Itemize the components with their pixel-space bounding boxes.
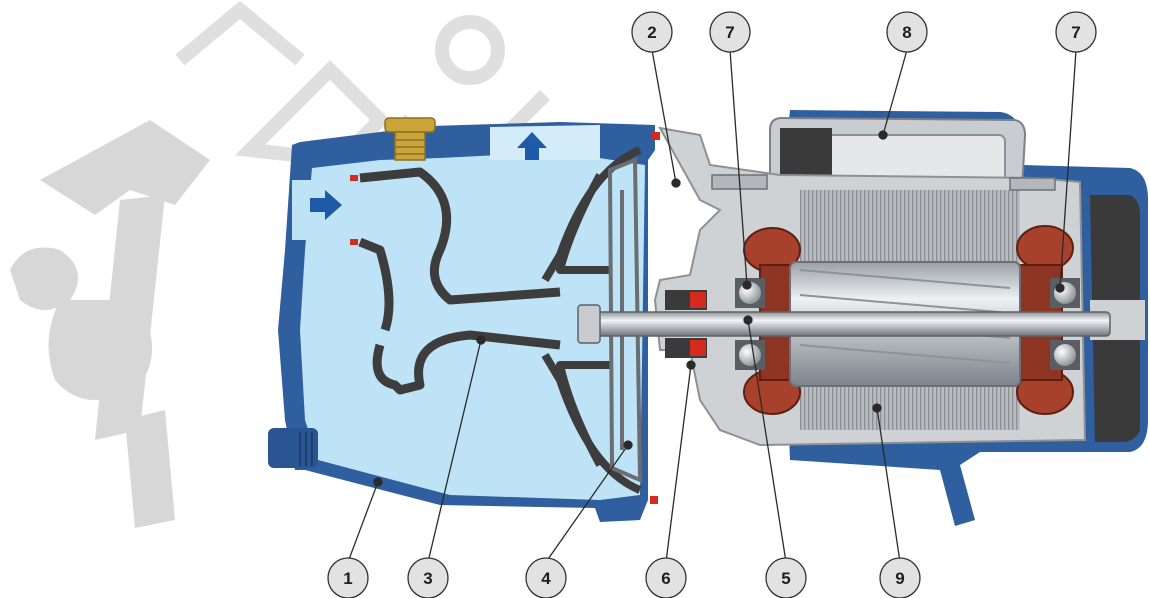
callout-label-2: 2 [647, 23, 656, 42]
priming-plug [384, 117, 436, 161]
callout-label-1: 1 [343, 569, 352, 588]
bearing-rear [1050, 278, 1080, 370]
callouts: 1 2 3 4 6 5 7 8 [327, 11, 1097, 598]
outlet-arrow-icon [517, 132, 547, 160]
callout-5: 5 [765, 557, 807, 598]
flow-arrows [310, 132, 547, 220]
ejector-venturi [358, 167, 561, 395]
callout-7-front: 7 [709, 11, 751, 53]
rotor-shaft-assembly [577, 261, 1111, 387]
callout-6: 6 [645, 557, 687, 598]
leader-lines [347, 49, 1077, 563]
seal-inlet-top [350, 175, 358, 181]
callout-label-3: 3 [423, 569, 432, 588]
callout-7-rear: 7 [1055, 11, 1097, 53]
callout-1: 1 [327, 557, 369, 598]
callout-label-6: 6 [661, 569, 670, 588]
pump-body [268, 117, 660, 522]
outlet-duct [490, 125, 600, 160]
callout-9: 9 [879, 557, 921, 598]
watermark-hammer-hand-icon [10, 120, 210, 528]
diffuser [541, 146, 642, 494]
seal-inlet-bottom [350, 239, 358, 245]
winding-rear-top [1016, 225, 1074, 271]
callout-4: 4 [525, 557, 567, 598]
callout-label-7-front: 7 [725, 23, 734, 42]
shaft-nut [577, 304, 601, 344]
shaft [579, 311, 1111, 337]
seal-top [652, 132, 660, 140]
inlet-arrow-icon [310, 190, 342, 220]
seal-bottom [650, 496, 658, 504]
callout-label-7-rear: 7 [1071, 23, 1080, 42]
callout-label-8: 8 [902, 23, 911, 42]
callout-3: 3 [407, 557, 449, 598]
callout-label-9: 9 [895, 569, 904, 588]
pump-chamber [300, 152, 645, 500]
drain-plug [268, 428, 318, 468]
mechanical-seal [665, 290, 707, 358]
callout-2: 2 [631, 11, 673, 53]
callout-label-5: 5 [781, 569, 790, 588]
callout-label-4: 4 [541, 569, 551, 588]
callout-8: 8 [886, 11, 928, 53]
